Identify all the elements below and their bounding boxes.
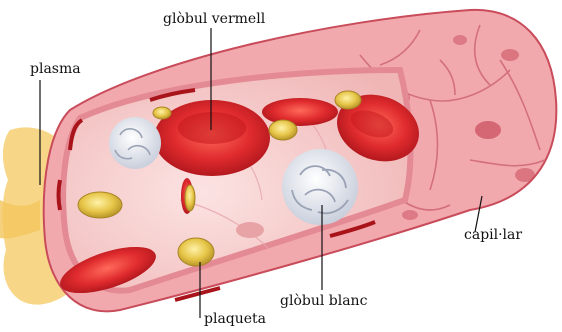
white-cell-left <box>109 117 161 169</box>
label-plasma: plasma <box>30 62 81 76</box>
label-platelet: plaqueta <box>204 312 266 326</box>
label-capillary: capil·lar <box>464 228 522 242</box>
red-cell-top <box>262 98 338 126</box>
label-white-cell: glòbul blanc <box>280 294 367 308</box>
red-cell-large <box>154 100 270 176</box>
label-red-cell: glòbul vermell <box>163 12 265 26</box>
white-cell-right <box>282 149 358 225</box>
